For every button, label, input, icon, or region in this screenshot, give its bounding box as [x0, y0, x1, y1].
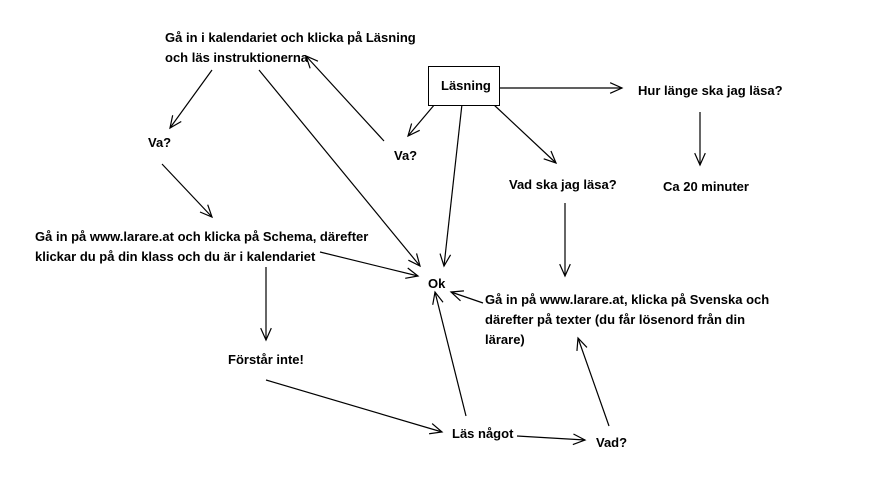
arrow-va-left-to-schema — [161, 163, 213, 218]
arrow-lasning-to-vad-ska — [492, 103, 557, 164]
arrow-lasning-to-hur-lange-head — [609, 82, 624, 94]
arrow-lasning-to-va-mid — [407, 103, 436, 137]
arrow-forstar-inte-to-las-nagot — [265, 379, 443, 433]
node-hur-lange: Hur länge ska jag läsa? — [638, 83, 783, 98]
arrow-kalendariet-to-va-left — [169, 69, 213, 129]
arrow-schema-to-ok — [319, 251, 419, 277]
arrow-lasning-to-vad-ska-head — [543, 150, 558, 165]
node-ca-20: Ca 20 minuter — [663, 179, 749, 194]
arrow-kalendariet-to-va-left-head — [169, 115, 182, 130]
arrow-va-mid-to-kalendariet-head — [305, 54, 319, 69]
lasning-box — [428, 66, 500, 106]
arrow-schema-to-ok-head — [405, 267, 420, 279]
arrow-kalendariet-to-ok-head — [408, 253, 421, 268]
arrow-las-nagot-to-vad — [516, 435, 586, 441]
arrow-va-left-to-schema-head — [199, 204, 214, 219]
arrow-kalendariet-to-ok — [258, 69, 421, 267]
arrow-svenska-to-ok — [450, 291, 484, 304]
arrow-vad-ska-to-svenska-head — [559, 263, 571, 278]
arrow-group — [161, 54, 706, 446]
arrow-las-nagot-to-vad-head — [572, 433, 587, 446]
node-ok: Ok — [428, 276, 446, 291]
arrow-lasning-to-ok — [443, 103, 463, 267]
node-vad: Vad? — [596, 435, 628, 450]
arrow-hur-lange-to-ca-20-head — [694, 152, 706, 167]
node-ga-in-svenska: Gå in på www.larare.at, klicka på Svensk… — [485, 292, 770, 347]
arrow-svenska-to-ok-head — [449, 290, 465, 302]
node-ga-in-schema: Gå in på www.larare.at och klicka på Sch… — [35, 229, 369, 264]
arrow-vad-to-svenska — [577, 337, 610, 427]
node-las-nagot: Läs något — [452, 426, 514, 441]
arrow-va-mid-to-kalendariet — [305, 55, 385, 142]
node-va-left: Va? — [148, 135, 172, 150]
node-va-mid: Va? — [394, 148, 418, 163]
node-vad-ska: Vad ska jag läsa? — [509, 177, 617, 192]
arrow-lasning-to-ok-head — [439, 253, 452, 268]
node-ga-in-kalendariet: Gå in i kalendariet och klicka på Läsnin… — [165, 30, 416, 65]
node-forstar-inte: Förstår inte! — [228, 352, 304, 367]
arrow-las-nagot-to-ok — [434, 291, 467, 417]
arrow-schema-to-forstar-inte-head — [260, 327, 272, 342]
node-lasning: Läsning — [441, 78, 491, 93]
arrow-forstar-inte-to-las-nagot-head — [429, 423, 444, 435]
arrow-vad-to-svenska-head — [576, 336, 588, 352]
arrow-las-nagot-to-ok-head — [432, 290, 444, 305]
arrow-lasning-to-va-mid-head — [407, 123, 420, 138]
